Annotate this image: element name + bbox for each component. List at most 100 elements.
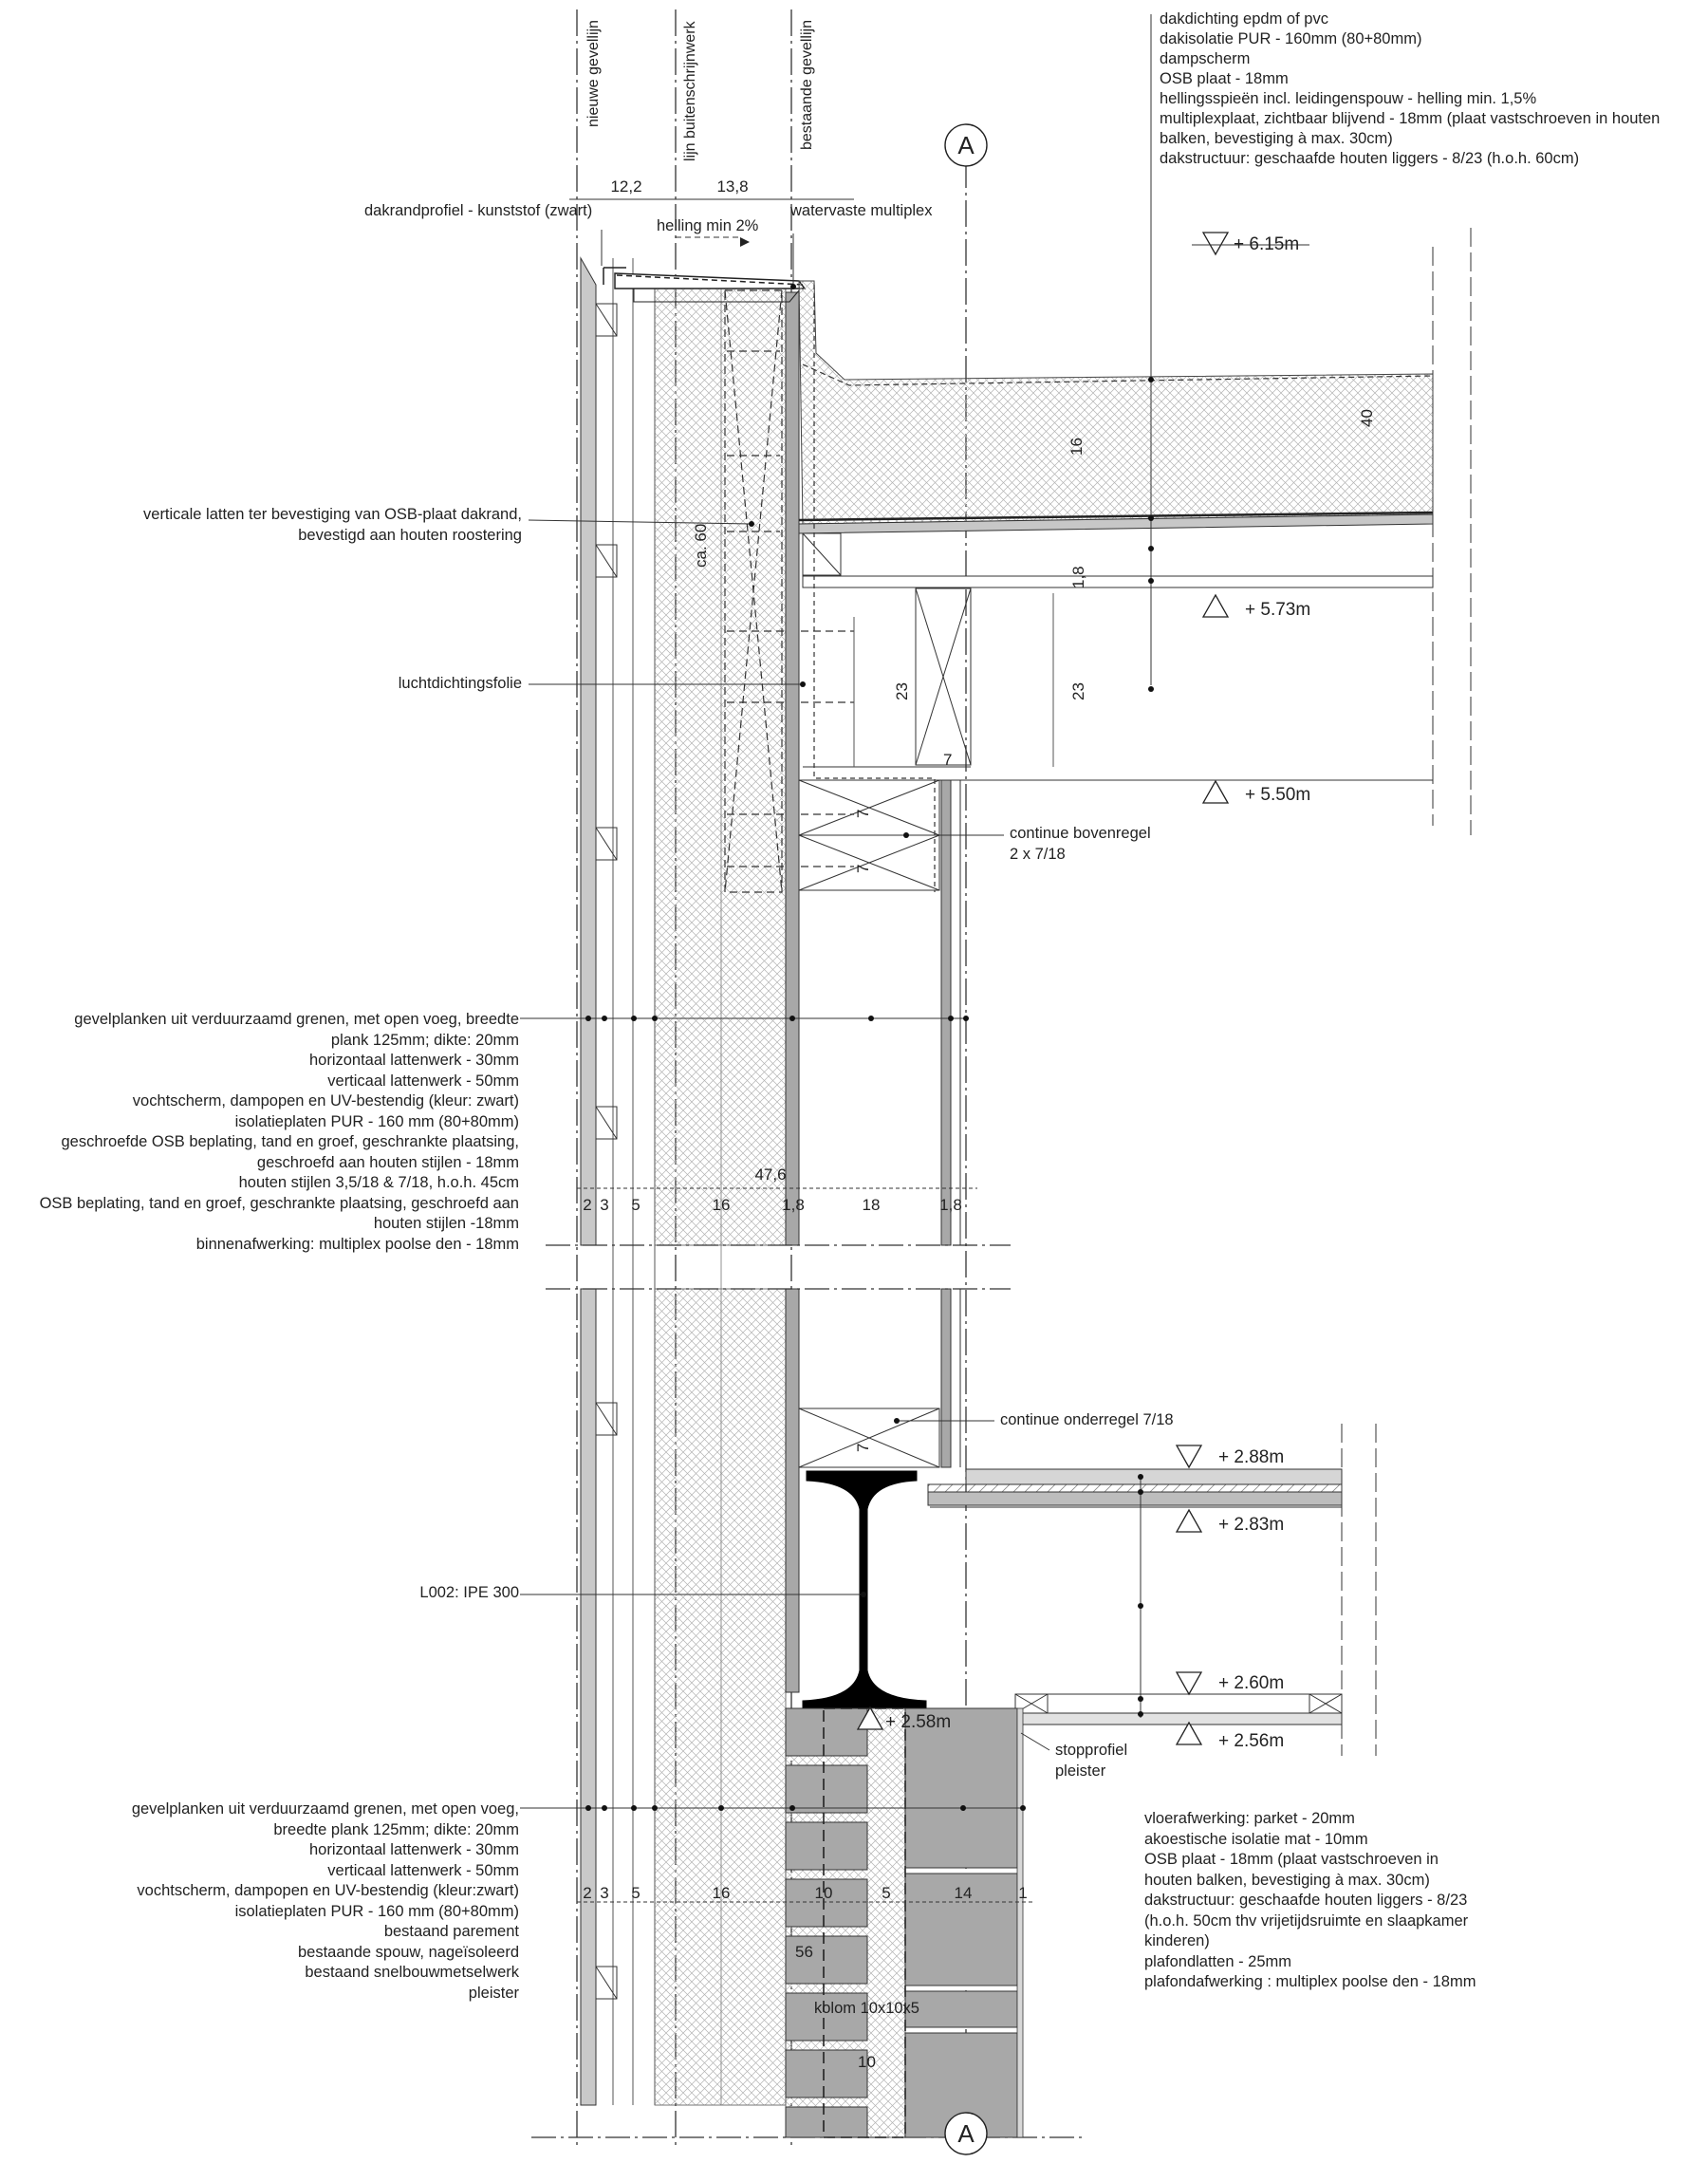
label-onderregel: continue onderregel 7/18 [1000,1411,1174,1428]
steel-beam-ipe300 [802,1470,927,1709]
svg-text:+ 2.60m: + 2.60m [1218,1673,1284,1693]
svg-text:3: 3 [600,1196,608,1214]
wall-dim-row-upper: 47,6 2 3 5 16 1,8 18 1,8 [577,1165,977,1214]
floor-note: dakstructuur: geschaafde houten liggers … [1144,1892,1468,1909]
svg-text:23: 23 [1069,682,1087,700]
svg-text:+ 5.50m: + 5.50m [1245,785,1310,805]
label-bovenregel: continue bovenregel 2 x 7/18 [1010,825,1151,863]
svg-text:12,2: 12,2 [610,177,641,196]
level-markers [856,232,1230,1745]
svg-text:1,8: 1,8 [1069,566,1087,588]
wall-insulation [654,286,787,2106]
wall-note: horizontaal lattenwerk - 30mm [308,1841,519,1858]
axis-labels: nieuwe gevellijn lijn buitenschrijnwerk … [585,20,815,161]
wall-osb [785,291,800,1693]
floor-package [927,1424,1377,1756]
facade-cladding [580,256,656,2106]
label-ipe: L002: IPE 300 [419,1584,519,1601]
wall-note: bestaand parement [383,1923,519,1940]
svg-text:+ 2.83m: + 2.83m [1218,1515,1284,1535]
inner-lining-upper [940,779,952,1246]
label-kolom: kolom 10x10x5 [814,2000,919,2017]
wall-notes-upper: gevelplanken uit verduurzaamd grenen, me… [0,1010,519,1255]
floor-notes: vloerafwerking: parket - 20mm akoestisch… [1144,1809,1476,1993]
svg-text:bestaande gevellijn: bestaande gevellijn [799,20,815,150]
wall-note: vochtscherm, dampopen en UV-bestendig (k… [137,1882,519,1899]
wall-note: verticaal lattenwerk - 50mm [327,1072,519,1090]
label-folie: luchtdichtingsfolie [398,675,522,692]
wall-note: binnenafwerking: multiplex poolse den - … [195,1235,519,1253]
svg-text:18: 18 [863,1196,881,1214]
svg-text:7: 7 [854,865,872,873]
svg-text:16: 16 [1068,438,1086,456]
svg-text:5: 5 [631,1884,640,1902]
roof-note: dampscherm [1160,50,1251,67]
wall-note: vochtscherm, dampopen en UV-bestendig (k… [132,1092,519,1109]
svg-text:1: 1 [1018,1884,1027,1902]
svg-text:10: 10 [858,2053,876,2071]
floor-note: akoestische isolatie mat - 10mm [1144,1830,1368,1848]
grid-bubble-bottom: A [944,2112,988,2155]
svg-text:7: 7 [854,1444,872,1452]
svg-text:16: 16 [713,1884,731,1902]
wall-note: breedte plank 125mm; dikte: 20mm [273,1820,519,1838]
wall-note: OSB beplating, tand en groef, geschrankt… [39,1194,519,1212]
svg-text:nieuwe gevellijn: nieuwe gevellijn [585,20,602,127]
svg-text:14: 14 [955,1884,973,1902]
floor-note: kinderen) [1144,1932,1210,1949]
wall-note: geschroefd aan houten stijlen - 18mm [256,1153,519,1171]
floor-note: (h.o.h. 50cm thv vrijetijdsruimte en sla… [1144,1911,1469,1930]
svg-text:40: 40 [1358,409,1376,427]
wall-note: plank 125mm; dikte: 20mm [330,1031,519,1049]
floor-note: plafondafwerking : multiplex poolse den … [1144,1973,1476,1990]
svg-text:1,8: 1,8 [939,1196,962,1214]
svg-text:7: 7 [943,751,952,769]
floor-note: plafondlatten - 25mm [1144,1952,1292,1970]
svg-text:3: 3 [600,1884,608,1902]
svg-text:+ 2.58m: + 2.58m [885,1712,951,1732]
level-labels: + 6.15m + 5.73m + 5.50m + 2.88m + 2.83m … [885,234,1310,1751]
bottom-plate [798,1408,940,1468]
leader-dots [585,284,1154,1811]
svg-text:56: 56 [795,1943,813,1961]
wall-notes-lower: gevelplanken uit verduurzaamd grenen, me… [0,1799,519,2004]
roof-notes: dakdichting epdm of pvc dakisolatie PUR … [1160,9,1660,169]
roof-note: multiplexplaat, zichtbaar blijvend - 18m… [1160,110,1661,127]
svg-text:5: 5 [631,1196,640,1214]
inner-lining-lower [940,1288,952,1468]
wall-note: houten stijlen 3,5/18 & 7/18, h.o.h. 45c… [238,1174,519,1191]
svg-text:13,8: 13,8 [716,177,748,196]
wall-note: geschroefde OSB beplating, tand en groef… [61,1133,520,1150]
label-stopprofiel: stopprofiel pleister [1055,1742,1128,1780]
svg-text:+ 5.73m: + 5.73m [1245,600,1310,620]
roof-note: dakstructuur: geschaafde houten liggers … [1160,150,1580,167]
floor-note: houten balken, bevestiging à max. 30cm) [1144,1871,1430,1889]
roof-package [798,228,1472,835]
svg-text:16: 16 [713,1196,731,1214]
svg-text:10: 10 [815,1884,833,1902]
svg-text:5: 5 [882,1884,890,1902]
svg-text:7: 7 [854,810,872,818]
roof-note: dakdichting epdm of pvc [1160,10,1328,28]
svg-text:2: 2 [583,1884,591,1902]
wall-note: gevelplanken uit verduurzaamd grenen, me… [131,1800,519,1818]
wall-note: bestaande spouw, nageïsoleerd [297,1943,519,1961]
grid-bubble-top: A [944,123,988,167]
roof-note: OSB plaat - 18mm [1160,70,1289,87]
wall-note: verticaal lattenwerk - 50mm [327,1861,519,1879]
svg-text:47,6: 47,6 [754,1165,786,1184]
svg-text:1,8: 1,8 [782,1196,805,1214]
svg-text:23: 23 [893,682,911,700]
roof-note: dakisolatie PUR - 160mm (80+80mm) [1160,30,1422,47]
wall-note: pleister [468,1984,519,2002]
label-latten: verticale latten ter bevestiging van OSB… [143,506,522,544]
roof-note: balken, bevestiging à max. 30cm) [1160,130,1393,147]
wall-note: horizontaal lattenwerk - 30mm [308,1052,519,1069]
wall-note: isolatieplaten PUR - 160 mm (80+80mm) [234,1902,519,1920]
label-dakrand: dakrandprofiel - kunststof (zwart) [364,202,593,219]
svg-text:A: A [957,2119,975,2148]
floor-note: OSB plaat - 18mm (plaat vastschroeven in [1144,1851,1439,1868]
roof-note: hellingsspieën incl. leidingenspouw - he… [1160,90,1537,107]
misc-dimensions: 16 40 1,8 23 23 7 7 7 7 ca. 60 ca. 60 56… [692,409,1376,2071]
